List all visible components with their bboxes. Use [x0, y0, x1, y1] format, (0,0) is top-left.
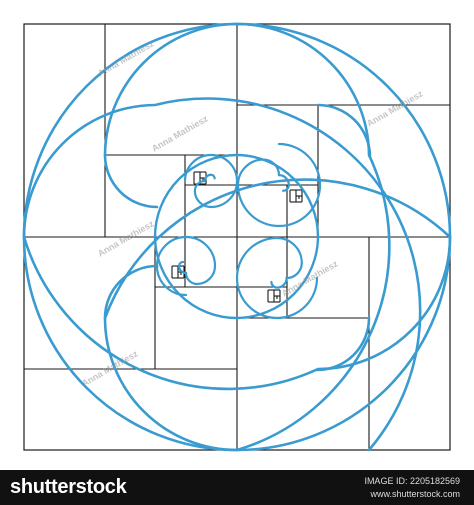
spiral-arc — [153, 235, 239, 320]
spiral-arc — [22, 97, 422, 452]
footer-bar: shutterstock IMAGE ID: 2205182569 www.sh… — [0, 470, 474, 505]
site-url[interactable]: www.shutterstock.com — [370, 488, 460, 499]
spiral-arc — [103, 22, 239, 157]
image-id-label: IMAGE ID: 2205182569 — [364, 475, 460, 486]
spiral-arc — [103, 264, 159, 320]
spiral-arc — [22, 235, 452, 391]
golden-spiral-svg — [22, 22, 452, 452]
spiral-arc — [236, 142, 322, 228]
small-spiral — [235, 236, 319, 320]
spiral-arc — [103, 153, 159, 209]
spiral-arc — [235, 236, 319, 320]
spiral-arc — [235, 153, 320, 239]
spiral-arc — [155, 235, 217, 297]
rectangle-grid — [24, 24, 450, 450]
spiral-arcs — [22, 22, 452, 452]
brand-logo[interactable]: shutterstock — [10, 476, 127, 498]
spiral-arc — [103, 178, 452, 452]
spiral-arc — [183, 153, 239, 209]
small-spiral — [183, 153, 239, 209]
spiral-arc — [315, 316, 371, 372]
small-spiral — [155, 235, 217, 297]
small-spiral — [236, 142, 322, 228]
golden-spiral-diagram: Anna Mathiesz Anna Mathiesz Anna Mathies… — [22, 22, 452, 452]
spiral-arc — [235, 235, 320, 320]
spiral-arc — [153, 153, 239, 239]
spiral-arc — [316, 103, 372, 159]
footer-info: IMAGE ID: 2205182569 www.shutterstock.co… — [364, 475, 460, 501]
